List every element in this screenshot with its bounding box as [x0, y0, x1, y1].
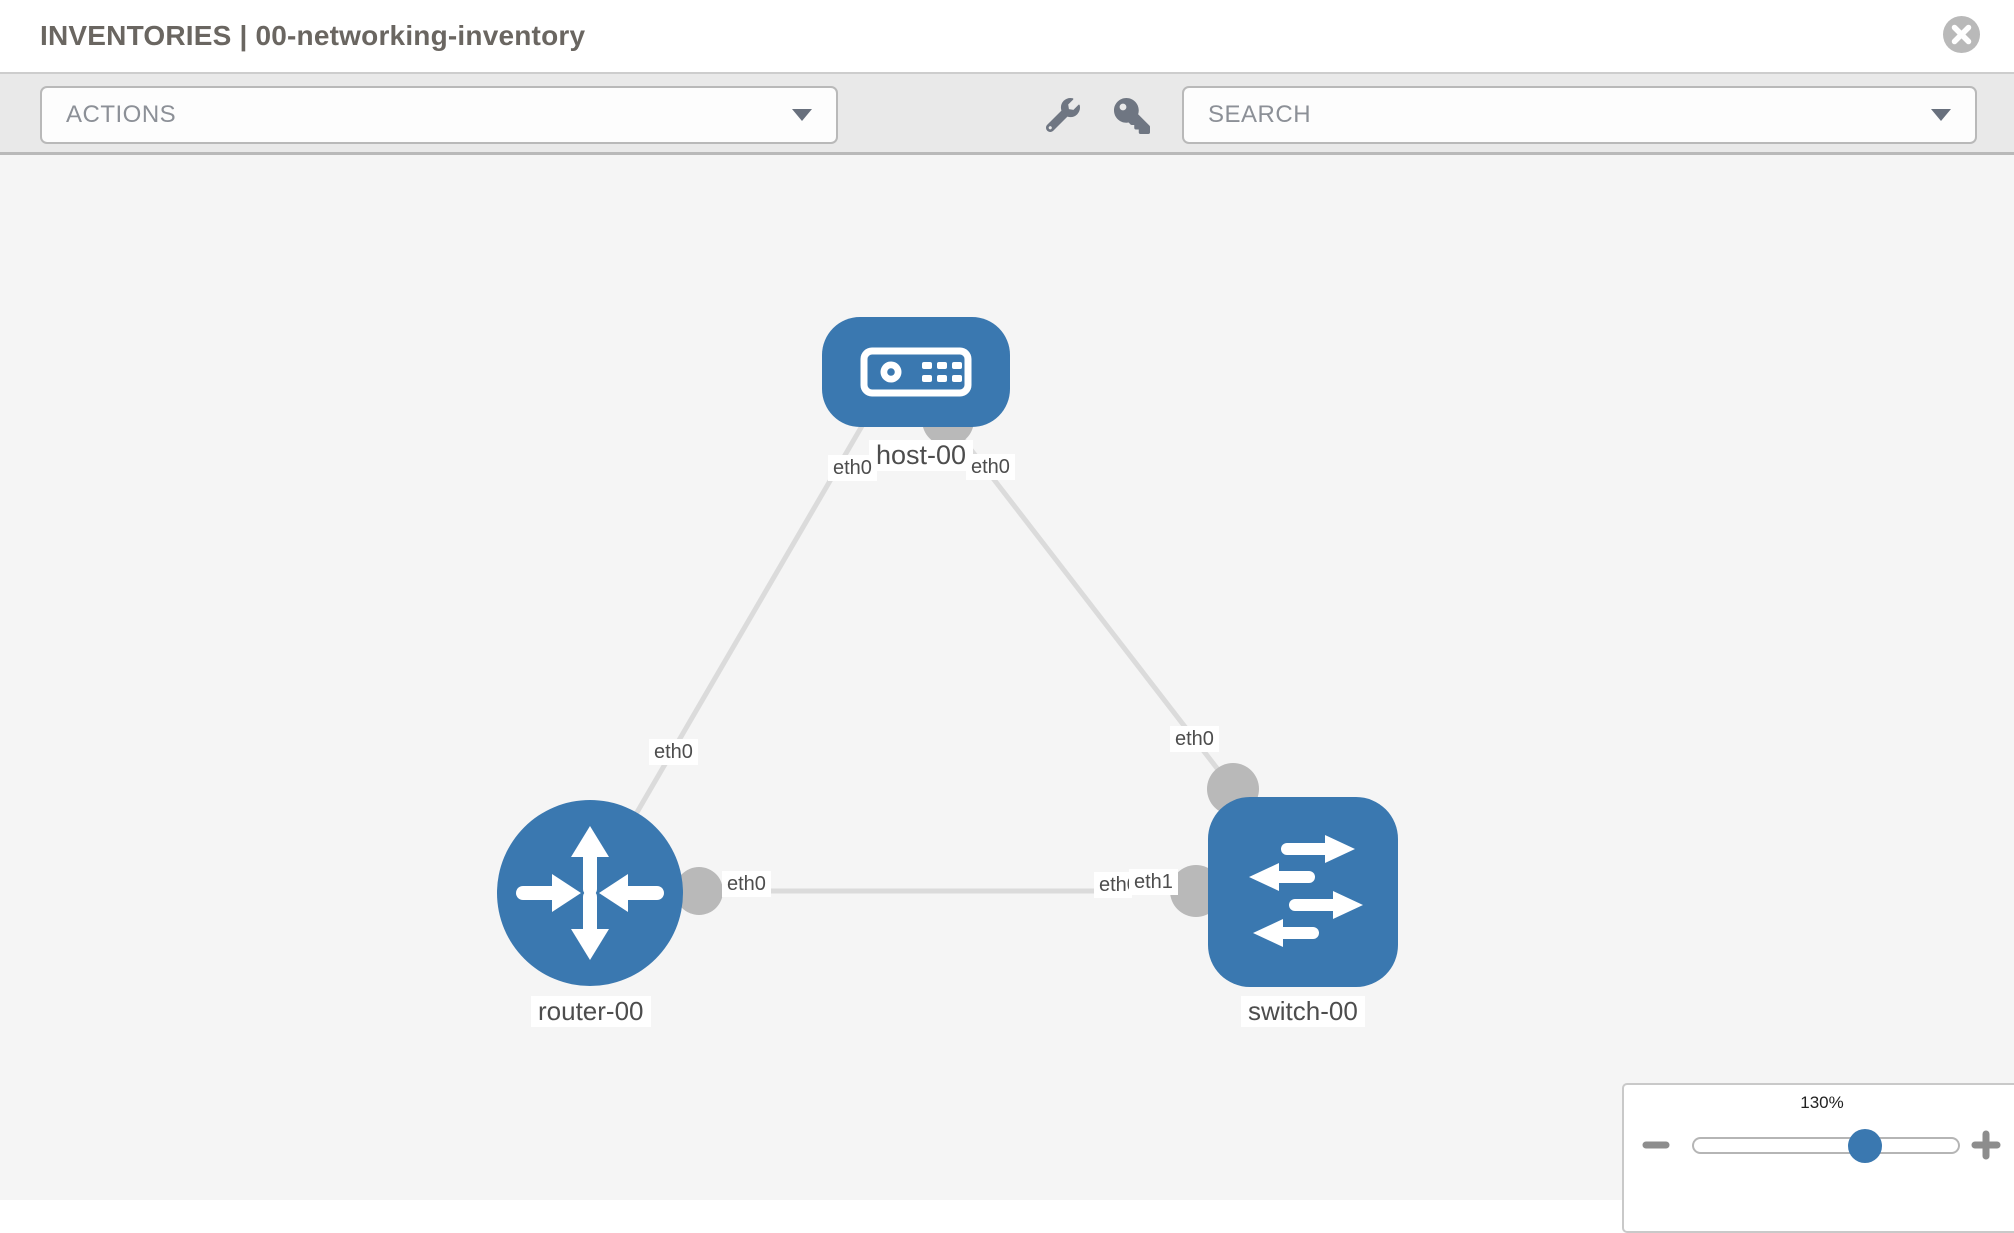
host-icon [860, 347, 972, 397]
title-bar: INVENTORIES | 00-networking-inventory [0, 0, 2014, 72]
zoom-slider-handle[interactable] [1848, 1129, 1882, 1163]
minus-icon [1642, 1141, 1670, 1149]
interface-label-behind: eth0 [1094, 872, 1132, 898]
interface-circle-router-right[interactable] [675, 867, 723, 915]
plus-icon [1971, 1130, 2001, 1160]
node-label-switch-00: switch-00 [1241, 996, 1365, 1027]
wrench-button[interactable] [1045, 98, 1080, 137]
key-icon [1114, 98, 1150, 134]
interface-label: eth1 [1129, 869, 1178, 895]
wrench-icon [1045, 98, 1080, 133]
router-icon [516, 826, 664, 960]
node-label-host-00: host-00 [869, 440, 974, 471]
node-host-00[interactable] [822, 317, 1010, 427]
close-icon [1943, 16, 1980, 53]
zoom-in-button[interactable] [1971, 1130, 2001, 1165]
node-switch-00[interactable] [1208, 797, 1398, 987]
chevron-down-icon [1931, 109, 1951, 121]
interface-label: eth0 [828, 455, 877, 481]
close-button[interactable] [1943, 16, 1980, 53]
zoom-level-label: 130% [1800, 1093, 1844, 1112]
actions-dropdown-label: ACTIONS [66, 101, 177, 128]
zoom-slider-track[interactable] [1692, 1137, 1960, 1154]
zoom-control-panel: 130% [1622, 1083, 2014, 1233]
interface-label: eth0 [1170, 726, 1219, 752]
key-button[interactable] [1114, 98, 1150, 139]
zoom-out-button[interactable] [1642, 1131, 1670, 1164]
toolbar: ACTIONS SEARCH [0, 72, 2014, 155]
interface-label: eth0 [722, 871, 771, 897]
interface-label: eth0 [966, 454, 1015, 480]
search-dropdown-label: SEARCH [1208, 101, 1312, 128]
search-dropdown[interactable]: SEARCH [1182, 86, 1977, 144]
topology-canvas[interactable]: host-00 router-00 switch-00 eth0 eth0 et… [0, 155, 2014, 1200]
actions-dropdown[interactable]: ACTIONS [40, 86, 838, 144]
chevron-down-icon [792, 109, 812, 121]
interface-label: eth0 [649, 739, 698, 765]
node-router-00[interactable] [497, 800, 683, 986]
page-title: INVENTORIES | 00-networking-inventory [40, 20, 586, 51]
switch-icon [1249, 835, 1363, 947]
node-label-router-00: router-00 [531, 996, 651, 1027]
